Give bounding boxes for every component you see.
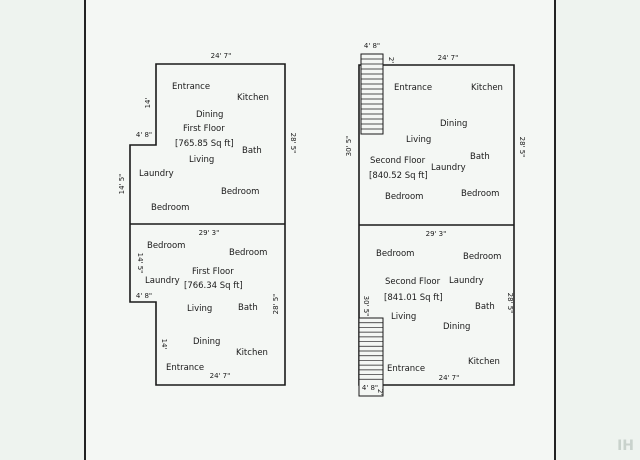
- right-lower-bedroom-2-label: Bedroom: [463, 252, 501, 262]
- right-lower-stair-width-dim: 4' 8": [362, 384, 378, 392]
- left-upper-entrance-label: Entrance: [172, 82, 210, 92]
- left-lower-laundry-label: Laundry: [145, 276, 180, 286]
- left-lower-bottom-dim: 24' 7": [210, 372, 231, 380]
- right-upper-stairs: [360, 53, 384, 135]
- right-upper-bath-label: Bath: [470, 152, 490, 162]
- left-lower-floor-area: [766.34 Sq ft]: [184, 281, 243, 291]
- right-lower-kitchen-label: Kitchen: [468, 357, 500, 367]
- right-upper-floor-name: Second Floor: [370, 156, 426, 166]
- left-upper-notch-width-dim: 4' 8": [136, 131, 152, 139]
- right-upper-kitchen-label: Kitchen: [471, 83, 503, 93]
- left-lower-bedroom-1-label: Bedroom: [147, 241, 185, 251]
- right-upper-right-dim: 28' 5": [518, 137, 526, 158]
- left-lower-notch-height-dim: 14': [160, 339, 168, 350]
- right-upper-top-dim: 24' 7": [438, 54, 459, 62]
- right-lower-stairs: [358, 317, 384, 397]
- left-lower-bedroom-2-label: Bedroom: [229, 248, 267, 258]
- left-lower-floor-name: First Floor: [192, 267, 234, 277]
- left-lower-top-dim: 29' 3": [199, 229, 220, 237]
- right-lower-floor-name: Second Floor: [385, 277, 441, 287]
- plan-sheet: 24' 7" 14' 4' 8" 28' 5" 14' 5" Entrance …: [84, 0, 556, 460]
- left-lower-right-dim: 28' 5": [272, 294, 280, 315]
- right-lower-entrance-label: Entrance: [387, 364, 425, 374]
- right-lower-stair-mark-dim: 2': [376, 389, 384, 395]
- right-lower-bottom-dim: 24' 7": [439, 374, 460, 382]
- floor-plan-drawing: 24' 7" 14' 4' 8" 28' 5" 14' 5" Entrance …: [118, 42, 526, 397]
- right-lower-left-dim: 30' 5": [362, 296, 370, 317]
- right-upper-dining-label: Dining: [440, 119, 467, 129]
- left-lower-dining-label: Dining: [193, 337, 220, 347]
- left-upper-bedroom-1-label: Bedroom: [151, 203, 189, 213]
- left-lower-kitchen-label: Kitchen: [236, 348, 268, 358]
- right-upper-left-dim: 30' 5": [345, 136, 353, 157]
- watermark-logo: IH: [617, 438, 634, 454]
- right-upper-entrance-label: Entrance: [394, 83, 432, 93]
- left-upper-dining-label: Dining: [196, 110, 223, 120]
- right-lower-bedroom-1-label: Bedroom: [376, 249, 414, 259]
- right-lower-bath-label: Bath: [475, 302, 495, 312]
- left-upper-top-dim: 24' 7": [211, 52, 232, 60]
- left-lower-living-label: Living: [187, 304, 212, 314]
- right-upper-stair-width-dim: 4' 8": [364, 42, 380, 50]
- left-upper-right-dim: 28' 5": [289, 133, 297, 154]
- right-upper-bedroom-1-label: Bedroom: [385, 192, 423, 202]
- right-upper-bedroom-2-label: Bedroom: [461, 189, 499, 199]
- left-upper-left-dim: 14' 5": [118, 174, 126, 195]
- left-upper-bath-label: Bath: [242, 146, 262, 156]
- left-upper-notch-height-dim: 14': [144, 98, 152, 109]
- right-lower-right-dim: 28' 5": [506, 293, 514, 314]
- left-lower-notch-width-dim: 4' 8": [136, 292, 152, 300]
- left-lower-left-dim: 14' 5": [136, 253, 144, 274]
- right-lower-laundry-label: Laundry: [449, 276, 484, 286]
- right-lower-floor-area: [841.01 Sq ft]: [384, 293, 443, 303]
- left-lower-entrance-label: Entrance: [166, 363, 204, 373]
- left-upper-floor-area: [765.85 Sq ft]: [175, 139, 234, 149]
- right-lower-living-label: Living: [391, 312, 416, 322]
- right-upper-floor-area: [840.52 Sq ft]: [369, 171, 428, 181]
- right-upper-living-label: Living: [406, 135, 431, 145]
- right-lower-dining-label: Dining: [443, 322, 470, 332]
- right-upper-laundry-label: Laundry: [431, 163, 466, 173]
- right-lower-top-dim: 29' 3": [426, 230, 447, 238]
- left-upper-bedroom-2-label: Bedroom: [221, 187, 259, 197]
- left-upper-laundry-label: Laundry: [139, 169, 174, 179]
- left-building-outline: [129, 63, 286, 386]
- left-upper-kitchen-label: Kitchen: [237, 93, 269, 103]
- right-building-outline: [358, 64, 515, 386]
- right-upper-stair-mark-dim: 2': [387, 57, 395, 63]
- left-upper-floor-name: First Floor: [183, 124, 225, 134]
- left-lower-bath-label: Bath: [238, 303, 258, 313]
- left-upper-living-label: Living: [189, 155, 214, 165]
